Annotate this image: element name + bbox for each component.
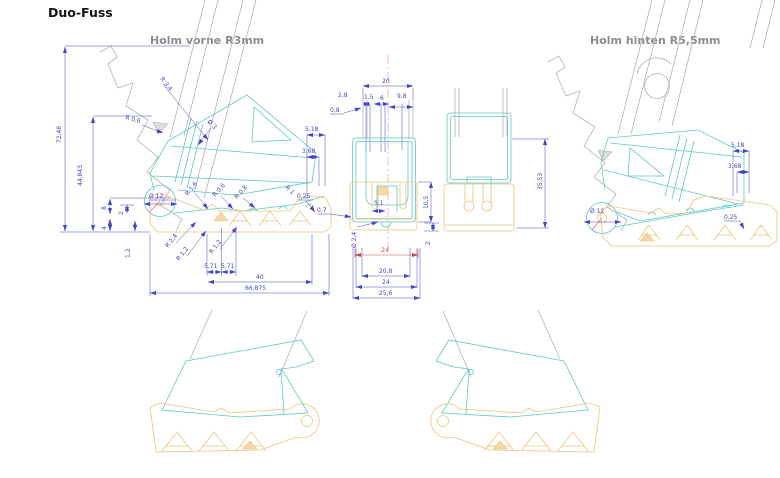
dim-label: 10,5	[423, 195, 430, 209]
clamp-bottom-view	[161, 339, 315, 418]
dim-label: 5,71	[204, 263, 218, 270]
dim-label: R 0,6	[211, 182, 227, 198]
dim-label: R 1,2	[208, 238, 223, 255]
pivot-hole	[437, 415, 449, 427]
dim-label: 1,5	[364, 94, 374, 101]
holm-tube-front	[362, 100, 414, 139]
slot-extension-lines	[365, 104, 403, 152]
dim-label: 40	[256, 274, 264, 281]
dim-label: 0,8	[330, 107, 340, 114]
dim-label: R 1	[284, 184, 296, 196]
radius-marker	[148, 200, 161, 214]
dim-label: 2,8	[338, 92, 348, 99]
dim-label: R 2,4	[164, 232, 179, 249]
hatch-insert	[377, 186, 389, 196]
dim-label: 0,7	[317, 207, 327, 214]
dim-label: Ø 3	[206, 118, 218, 130]
clamp-bottom-view	[435, 339, 589, 418]
pivot-hole	[301, 415, 313, 427]
view-side-rear: 5,18 3,68 0,25 Ø 12	[547, 0, 778, 247]
dimensions-rear-view: 35,53	[512, 138, 549, 229]
dim-label: 5,18	[731, 142, 745, 149]
drawing-title: Duo-Fuss	[48, 5, 113, 20]
dim-label: 2	[118, 211, 125, 215]
dim-label: 20	[382, 78, 390, 85]
dim-label: R 1,6	[184, 180, 199, 197]
dim-label: 3,68	[302, 148, 316, 155]
holm-stub-lines	[442, 309, 561, 378]
dim-label: 5,18	[305, 126, 319, 133]
view-side-front: 72,48 44,843 8 2 4 1,2 Ø 12 R 3,4 Ø 3 R …	[56, 0, 332, 296]
clamp-front	[352, 137, 416, 228]
dim-label: 25,6	[379, 290, 393, 297]
dim-label: 5,71	[221, 263, 235, 270]
dim-label: 9,8	[397, 93, 407, 100]
clamp-outline-rear	[586, 129, 745, 234]
foot-hatch-triangle	[492, 440, 508, 450]
dim-label: 0,25	[724, 214, 738, 221]
foot-front	[349, 181, 418, 231]
dim-label: 2	[425, 241, 432, 245]
clamp-rear	[446, 112, 512, 184]
view-front-section: 20 2,8 1,5 6 9,8 0,8 0,7 5,1 10,5 Ø 2,4 …	[317, 55, 439, 301]
dim-label: R 0,8	[233, 184, 249, 200]
holm-stub-lines	[189, 309, 308, 378]
dim-label: 35,53	[537, 173, 544, 190]
dim-label: 72,48	[56, 126, 63, 143]
view-bottom-front	[149, 309, 320, 453]
view-label-rear: Holm hinten R5,5mm	[590, 34, 721, 47]
dimensions-left-view: 72,48 44,843 8 2 4 1,2 Ø 12 R 3,4 Ø 3 R …	[56, 45, 330, 296]
dim-label: R 0,6	[124, 114, 141, 125]
ghost-profile-rear	[547, 55, 628, 232]
view-rear-section: 35,53	[443, 88, 549, 232]
dim-label: R 1,2	[175, 245, 190, 262]
dim-label: R 3,4	[158, 76, 173, 93]
dim-label: 66,875	[245, 285, 266, 292]
dim-label: 8	[101, 206, 108, 210]
dimensions-front-view: 20 2,8 1,5 6 9,8 0,8 0,7 5,1 10,5 Ø 2,4 …	[317, 78, 439, 301]
radius-marker	[591, 217, 603, 231]
pivot-circle	[144, 185, 176, 217]
ghost-hatch-triangle	[597, 149, 613, 162]
foot-hatch-triangle	[242, 440, 258, 450]
foot-hatch-triangle	[639, 232, 655, 242]
holm-tube-lines	[169, 0, 257, 199]
dim-label: 24	[381, 246, 389, 254]
holm-tube-rear	[454, 88, 508, 137]
dim-label: 4	[101, 226, 108, 230]
dim-label: 44,843	[77, 165, 84, 186]
view-bottom-rear	[430, 309, 601, 453]
dim-label: 6	[380, 95, 384, 102]
foot-outline-rear	[599, 195, 778, 247]
dim-label: Ø 12	[149, 193, 163, 200]
dim-label: 3,68	[728, 163, 742, 170]
holm-tube-lines-rear	[617, 0, 776, 135]
tube-hole	[644, 73, 670, 99]
dim-label: Ø 12	[590, 208, 604, 215]
view-label-front: Holm vorne R3mm	[150, 34, 264, 47]
foot-rear	[443, 183, 515, 232]
dim-label: 24	[382, 279, 390, 286]
dim-label: 1,2	[125, 248, 132, 258]
ghost-profile	[99, 45, 183, 232]
dim-label: Ø 2,4	[351, 232, 358, 248]
dim-label: 0,25	[297, 193, 311, 200]
pivot-circle	[586, 202, 618, 234]
foot-bottom-view	[149, 402, 320, 453]
dimensions-right-view: 5,18 3,68 0,25 Ø 12	[583, 142, 750, 230]
dim-label: 5,1	[374, 200, 384, 207]
dim-label: 20,8	[379, 268, 393, 275]
foot-hatch-triangle	[213, 211, 229, 222]
foot-bottom-view	[430, 402, 601, 453]
